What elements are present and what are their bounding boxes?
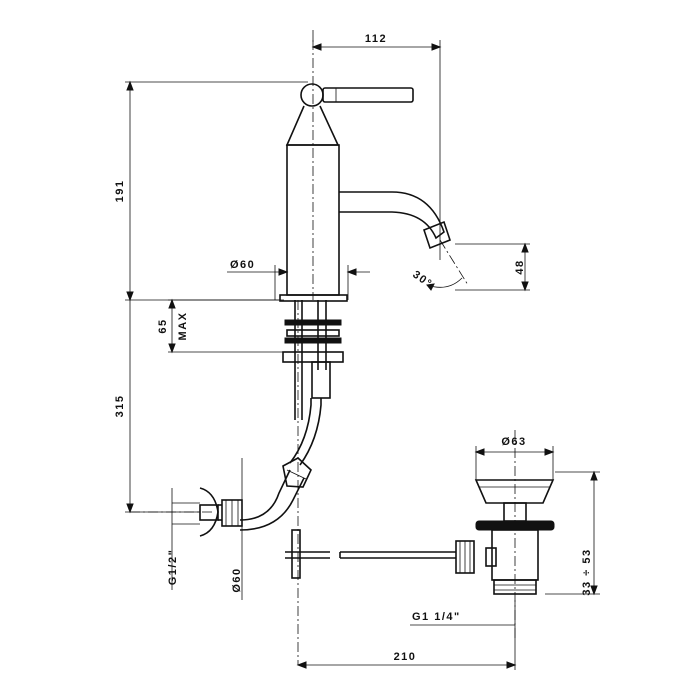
dim-deck-thickness-value: 65 — [157, 318, 169, 333]
dim-waste-range: 33 ÷ 53 — [581, 548, 593, 595]
supply-hose — [199, 398, 322, 537]
dim-below-deck-length: 315 — [114, 395, 126, 418]
dim-top-width: 112 — [365, 33, 387, 45]
dim-overall-width: 210 — [394, 651, 417, 663]
dim-inlet-diameter: Ø60 — [231, 567, 243, 592]
dim-waste-thread: G1 1/4" — [412, 611, 461, 623]
dim-inlet-thread: G1/2" — [167, 549, 179, 586]
deck-fixings — [282, 300, 344, 420]
dim-spout-height: 191 — [114, 180, 126, 203]
popup-waste — [285, 479, 555, 595]
dim-spout-drop: 48 — [514, 259, 526, 274]
dimension-lines — [125, 30, 600, 670]
dim-body-diameter: Ø60 — [230, 259, 255, 271]
dimension-labels: 112 191 Ø60 30° 48 65 MAX 315 Ø63 G1/2" … — [114, 33, 593, 663]
dim-waste-diameter: Ø63 — [501, 436, 526, 448]
dim-deck-thickness-qualifier: MAX — [177, 312, 189, 341]
dimension-arrows — [126, 43, 598, 669]
faucet-body — [279, 83, 451, 302]
